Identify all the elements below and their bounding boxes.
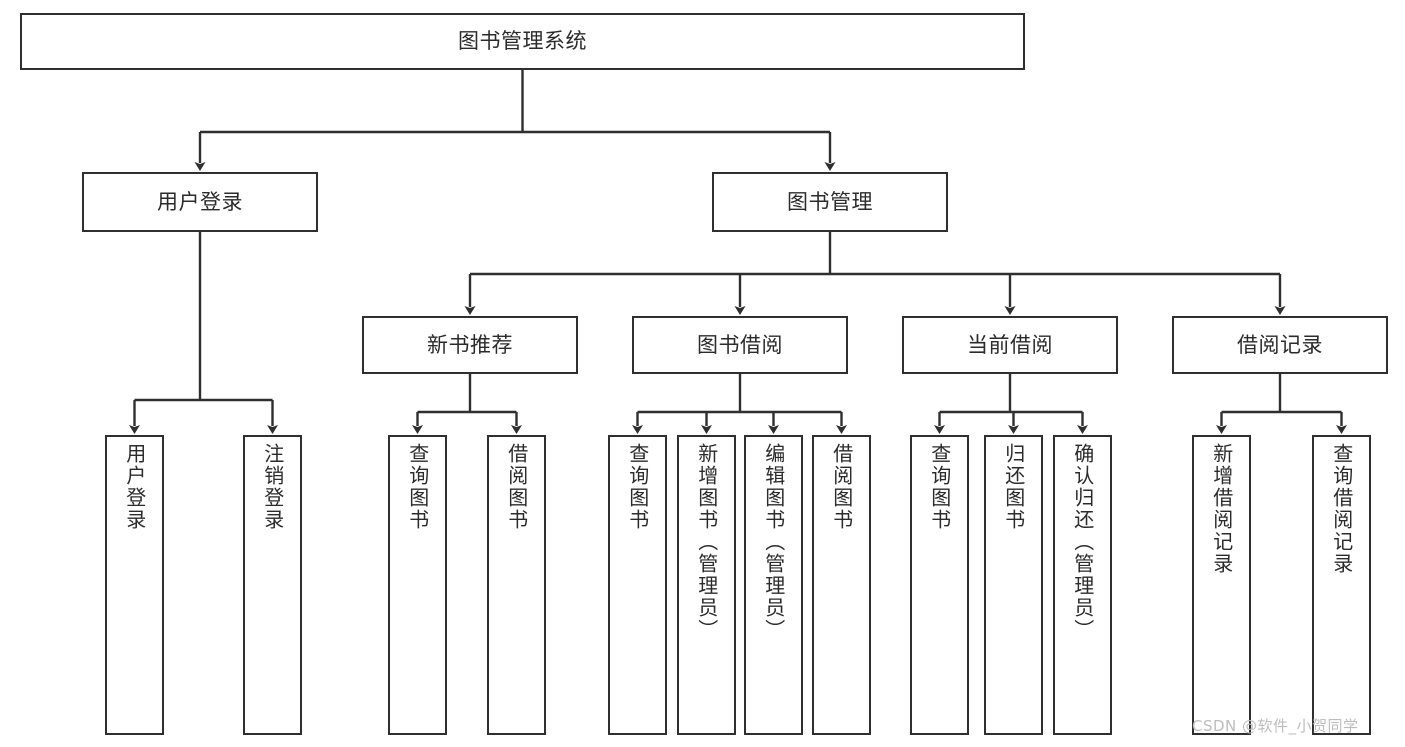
node-leaf-user-logout[interactable]: 注销登录 — [243, 435, 302, 735]
node-leaf-query-record[interactable]: 查询借阅记录 — [1312, 435, 1371, 735]
node-book-borrow[interactable]: 图书借阅 — [632, 316, 848, 374]
node-book-manage-label: 图书管理 — [787, 189, 873, 214]
csdn-watermark: CSDN @软件_小贺同学 — [1192, 717, 1359, 735]
node-new-book-rec[interactable]: 新书推荐 — [362, 316, 578, 374]
node-borrow-record[interactable]: 借阅记录 — [1172, 316, 1388, 374]
node-root-label: 图书管理系统 — [458, 29, 587, 54]
node-leaf-add-book-label: 新增图书（管理员） — [694, 443, 719, 641]
node-leaf-query-book-1-label: 查询图书 — [405, 443, 430, 531]
node-leaf-query-record-label: 查询借阅记录 — [1329, 443, 1354, 575]
node-leaf-add-book[interactable]: 新增图书（管理员） — [677, 435, 736, 735]
node-user-login-label: 用户登录 — [157, 189, 243, 214]
node-leaf-return-book-label: 归还图书 — [1001, 443, 1026, 531]
node-borrow-record-label: 借阅记录 — [1237, 332, 1323, 357]
node-leaf-add-record-label: 新增借阅记录 — [1209, 443, 1234, 575]
node-leaf-user-login-label: 用户登录 — [122, 443, 147, 531]
node-leaf-user-logout-label: 注销登录 — [260, 443, 285, 531]
node-leaf-query-book-3[interactable]: 查询图书 — [910, 435, 969, 735]
node-leaf-confirm-return-label: 确认归还（管理员） — [1070, 443, 1095, 641]
node-new-book-rec-label: 新书推荐 — [427, 332, 513, 357]
node-leaf-add-record[interactable]: 新增借阅记录 — [1192, 435, 1251, 735]
node-leaf-return-book[interactable]: 归还图书 — [984, 435, 1043, 735]
node-leaf-edit-book-label: 编辑图书（管理员） — [761, 443, 786, 641]
node-book-manage[interactable]: 图书管理 — [712, 172, 948, 232]
node-current-borrow-label: 当前借阅 — [967, 332, 1053, 357]
node-leaf-borrow-book-2[interactable]: 借阅图书 — [812, 435, 871, 735]
node-book-borrow-label: 图书借阅 — [697, 332, 783, 357]
node-leaf-borrow-book-2-label: 借阅图书 — [829, 443, 854, 531]
node-leaf-edit-book[interactable]: 编辑图书（管理员） — [744, 435, 803, 735]
node-leaf-query-book-2-label: 查询图书 — [625, 443, 650, 531]
node-leaf-query-book-3-label: 查询图书 — [927, 443, 952, 531]
node-leaf-user-login[interactable]: 用户登录 — [105, 435, 164, 735]
node-leaf-borrow-book-1[interactable]: 借阅图书 — [487, 435, 546, 735]
node-current-borrow[interactable]: 当前借阅 — [902, 316, 1118, 374]
node-root[interactable]: 图书管理系统 — [20, 13, 1025, 70]
node-user-login[interactable]: 用户登录 — [82, 172, 318, 232]
node-leaf-borrow-book-1-label: 借阅图书 — [504, 443, 529, 531]
node-leaf-confirm-return[interactable]: 确认归还（管理员） — [1053, 435, 1112, 735]
node-leaf-query-book-1[interactable]: 查询图书 — [388, 435, 447, 735]
node-leaf-query-book-2[interactable]: 查询图书 — [608, 435, 667, 735]
